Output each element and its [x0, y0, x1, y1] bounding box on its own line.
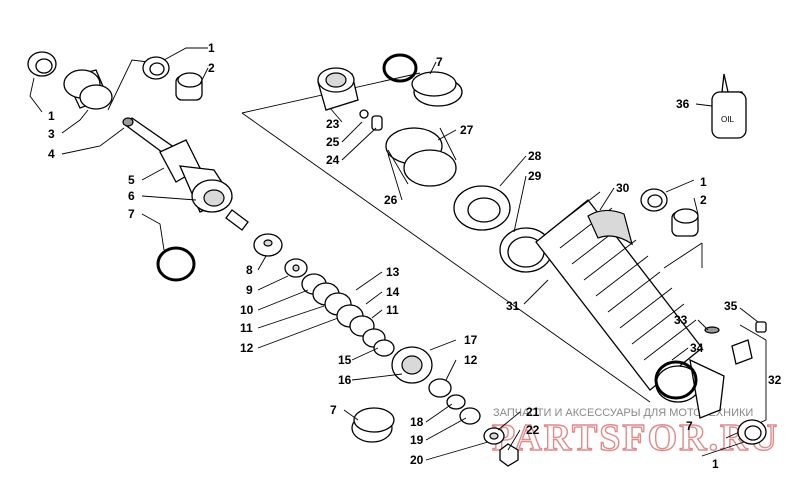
part-number-label: 18 [410, 415, 424, 429]
watermark-logo: PARTSFOR.RU [492, 417, 779, 459]
part-number-label: 7 [436, 55, 443, 69]
part-number-label: 1 [208, 41, 215, 55]
cap-23 [317, 67, 359, 111]
part-number-label: 32 [768, 373, 782, 387]
part-number-label: 7 [330, 403, 337, 417]
part-number-label: 23 [326, 117, 340, 131]
band-7-lower [351, 407, 395, 443]
part-number-label: 2 [208, 61, 215, 75]
o-ring-7-right [654, 360, 698, 400]
part-number-label: 35 [724, 299, 738, 313]
part-number-label: 12 [464, 353, 478, 367]
part-number-label: 1 [712, 457, 719, 471]
oil-bottle-label: OIL [721, 115, 734, 124]
valve-25 [359, 109, 383, 131]
part-number-label: 11 [240, 321, 253, 335]
part-number-label: 24 [326, 153, 340, 167]
leader-lines [29, 47, 759, 461]
part-number-label: 16 [338, 373, 352, 387]
part-labels: 1 1 1 1 2 2 3 4 5 6 7 7 7 7 8 9 10 11 11… [48, 41, 782, 471]
part-number-label: 3 [48, 127, 55, 141]
part-number-label: 22 [526, 423, 540, 437]
part-number-label: 1 [700, 175, 707, 189]
part-number-label: 6 [128, 189, 135, 203]
part-number-label: 21 [526, 405, 540, 419]
part-number-label: 28 [528, 149, 542, 163]
part-number-label: 30 [616, 181, 630, 195]
part-number-label: 25 [326, 135, 340, 149]
part-number-label: 10 [240, 303, 254, 317]
part-number-label: 33 [674, 313, 688, 327]
o-ring-7-left [156, 246, 196, 282]
shaft-assembly [122, 117, 249, 231]
part-number-label: 36 [676, 97, 690, 111]
bushing-1-top [142, 56, 170, 80]
band-7-upper [411, 71, 463, 107]
part-number-label: 2 [700, 193, 707, 207]
screw-35 [755, 321, 767, 333]
bushing-1-bottom [737, 419, 767, 445]
part-number-label: 15 [338, 353, 352, 367]
bladder-26 [385, 127, 457, 187]
sleeve-3 [63, 69, 113, 110]
part-number-label: 14 [386, 285, 400, 299]
part-number-label: 26 [384, 193, 398, 207]
oil-bottle-36: OIL [711, 73, 747, 139]
clip-30 [587, 209, 633, 246]
bushing-1-right [640, 188, 668, 212]
part-number-label: 8 [246, 263, 253, 277]
part-number-label: 7 [128, 207, 135, 221]
part-number-label: 13 [386, 265, 400, 279]
part-number-label: 5 [128, 173, 135, 187]
part-number-label: 34 [690, 341, 704, 355]
part-number-label: 31 [506, 299, 520, 313]
o-ring-7-upper [382, 53, 418, 83]
watermark: PARTSFOR.RU ЗАПЧАСТИ И АКСЕССУАРЫ ДЛЯ МО… [491, 407, 779, 460]
part-number-label: 19 [410, 433, 424, 447]
part-number-label: 20 [410, 453, 424, 467]
part-number-label: 29 [528, 169, 542, 183]
fitting-33-34 [704, 326, 753, 365]
part-number-label: 7 [686, 419, 693, 433]
watermark-text: ЗАПЧАСТИ И АКСЕССУАРЫ ДЛЯ МОТОТЕХНИКИ [493, 407, 753, 419]
bushing-1-upper-left [27, 51, 57, 77]
part-number-label: 17 [464, 333, 478, 347]
shock-body-31 [535, 191, 725, 419]
part-number-label: 27 [460, 123, 474, 137]
part-number-label: 11 [386, 303, 399, 317]
part-number-label: 9 [246, 283, 253, 297]
adjuster-ring-28 [453, 185, 511, 231]
spacer-2-right [671, 208, 699, 237]
spacer-2-top [175, 72, 203, 101]
part-number-label: 1 [48, 109, 55, 123]
part-number-label: 12 [240, 341, 254, 355]
part-number-label: 4 [48, 147, 55, 161]
